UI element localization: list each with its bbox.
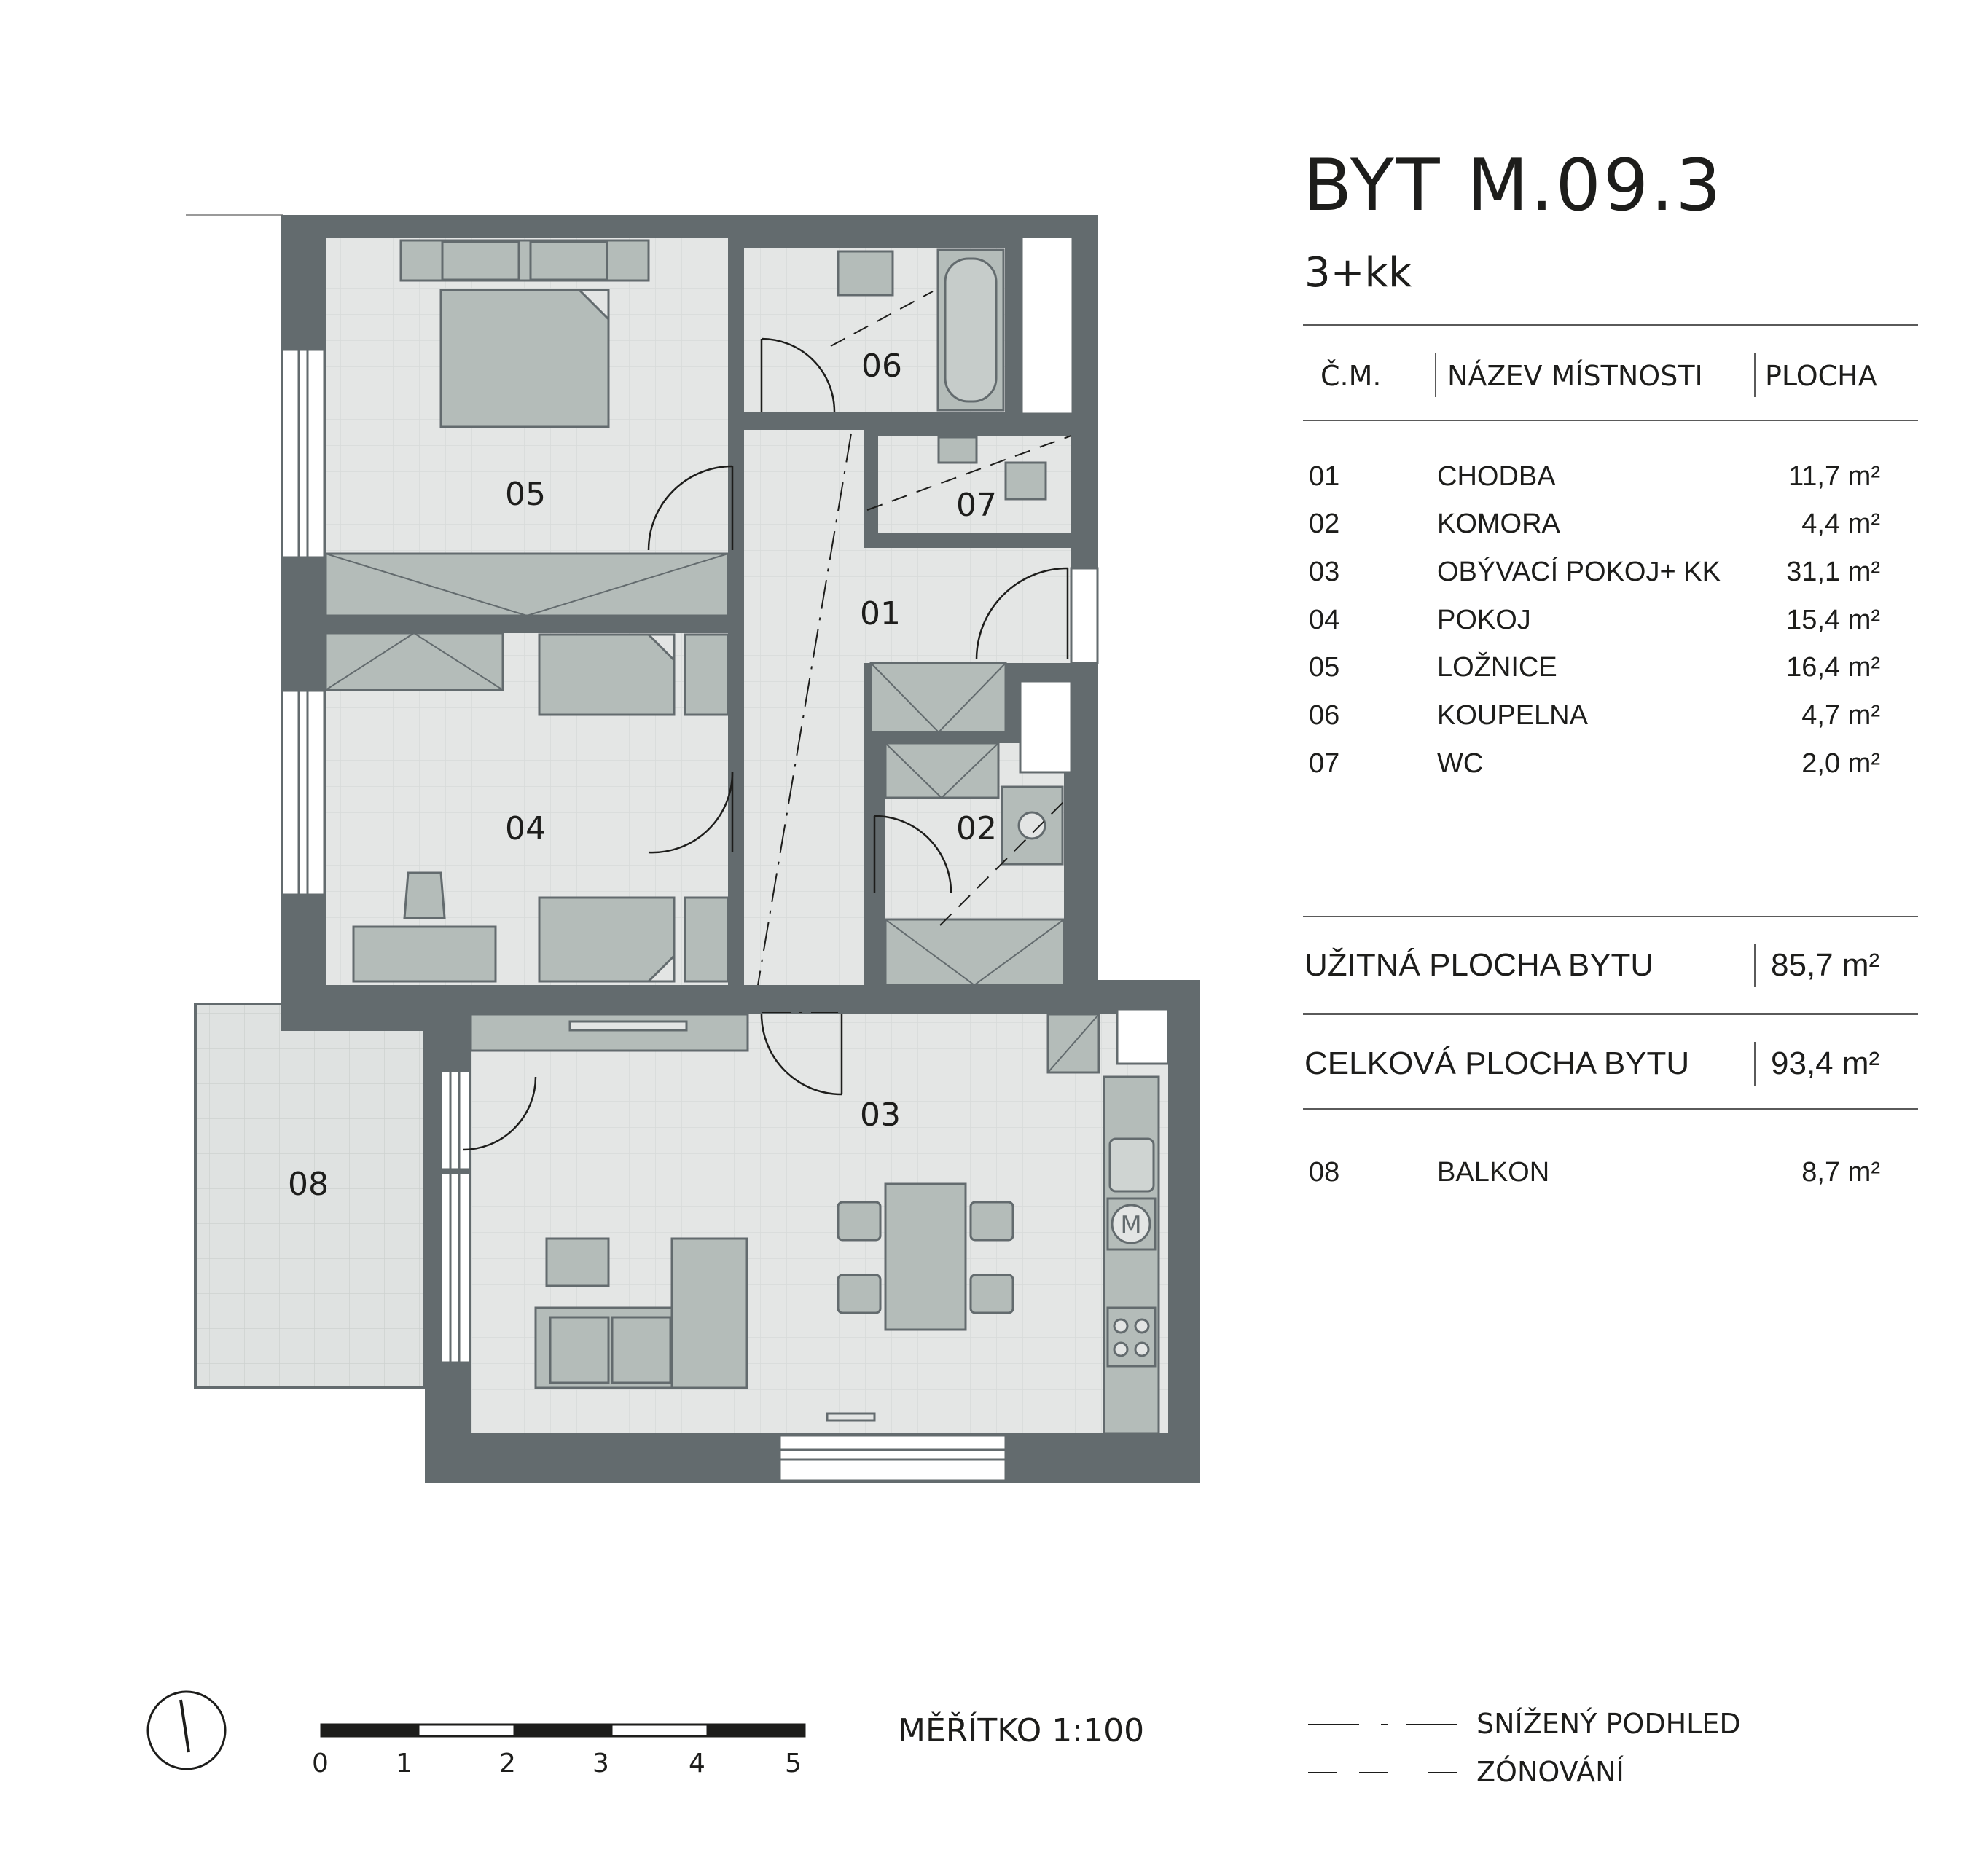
col-header-name: NÁZEV MÍSTNOSTI <box>1447 360 1703 392</box>
scale-tick: 4 <box>689 1749 705 1778</box>
total-area-row: CELKOVÁ PLOCHA BYTU 93,4 m² <box>1304 1046 1887 1082</box>
scale-tick: 3 <box>592 1749 609 1778</box>
room-name: LOŽNICE <box>1437 652 1557 683</box>
scale-bar <box>320 1723 806 1738</box>
legend-dropped-ceiling: SNÍŽENÝ PODHLED <box>1476 1708 1741 1740</box>
table-row: 01 CHODBA 11,7 m² <box>1304 461 1880 505</box>
room-number: 06 <box>1309 700 1340 731</box>
room-number: 07 <box>1309 748 1340 779</box>
beds-04 <box>352 633 729 983</box>
room-area: 11,7 m² <box>1788 461 1880 492</box>
scale-label: MĚŘÍTKO 1:100 <box>898 1712 1145 1749</box>
room-area: 4,7 m² <box>1801 700 1880 731</box>
room-area: 2,0 m² <box>1801 748 1880 779</box>
col-header-number: Č.M. <box>1320 360 1382 392</box>
oven-label: M <box>1120 1211 1141 1240</box>
table-row: 05 LOŽNICE 16,4 m² <box>1304 652 1880 696</box>
room-name: KOMORA <box>1437 509 1560 539</box>
room-label-02: 02 <box>956 810 997 847</box>
room-name: POKOJ <box>1437 605 1531 635</box>
wc-07 <box>937 436 1047 501</box>
room-name: WC <box>1437 748 1484 779</box>
scale-tick: 0 <box>312 1749 329 1778</box>
table-row: 03 OBÝVACÍ POKOJ+ KK 31,1 m² <box>1304 557 1880 600</box>
usable-area-row: UŽITNÁ PLOCHA BYTU 85,7 m² <box>1304 947 1887 984</box>
apartment-title: BYT M.09.3 <box>1303 144 1723 227</box>
room-number: 05 <box>1309 652 1340 683</box>
table-row: 06 KOUPELNA 4,7 m² <box>1304 700 1880 744</box>
scale-tick: 5 <box>785 1749 802 1778</box>
usable-area-value: 85,7 m² <box>1771 947 1880 983</box>
room-label-05: 05 <box>505 476 546 513</box>
room-name: BALKON <box>1437 1157 1550 1188</box>
usable-area-label: UŽITNÁ PLOCHA BYTU <box>1304 947 1654 983</box>
room-area: 4,4 m² <box>1801 509 1880 539</box>
wardrobe-diagonals <box>325 553 1100 1073</box>
room-label-08: 08 <box>288 1166 329 1203</box>
windows <box>281 348 1099 1482</box>
room-name: CHODBA <box>1437 461 1556 492</box>
room-number: 03 <box>1309 557 1340 587</box>
room-area: 31,1 m² <box>1786 557 1880 587</box>
col-header-area: PLOCHA <box>1765 360 1877 392</box>
table-row: 07 WC 2,0 m² <box>1304 748 1880 792</box>
table-row: 04 POKOJ 15,4 m² <box>1304 605 1880 648</box>
room-area: 16,4 m² <box>1786 652 1880 683</box>
apartment-layout: 3+kk <box>1304 249 1412 297</box>
room-number: 02 <box>1309 509 1340 539</box>
scale-tick: 1 <box>396 1749 412 1778</box>
doors <box>462 337 1069 1151</box>
scale-tick: 2 <box>499 1749 516 1778</box>
window-lines <box>297 350 1006 1461</box>
boiler-02 <box>1001 680 1073 866</box>
table-row: 02 KOMORA 4,4 m² <box>1304 509 1880 552</box>
total-area-value: 93,4 m² <box>1771 1046 1880 1081</box>
zoning-line <box>830 291 1072 926</box>
room-number: 04 <box>1309 605 1340 635</box>
room-area: 8,7 m² <box>1801 1157 1880 1188</box>
room-label-07: 07 <box>956 487 997 524</box>
north-arrow-icon <box>146 1690 227 1770</box>
bathroom-06 <box>837 235 1074 415</box>
bed-05 <box>399 239 650 428</box>
kitchen-oven-icon: M <box>1111 1204 1151 1244</box>
room-name: KOUPELNA <box>1437 700 1588 731</box>
total-area-label: CELKOVÁ PLOCHA BYTU <box>1304 1046 1690 1081</box>
ceiling-line <box>757 433 852 1013</box>
room-number: 08 <box>1309 1157 1340 1188</box>
room-area: 15,4 m² <box>1786 605 1880 635</box>
legend-lines <box>1308 1724 1457 1773</box>
balcony-08 <box>194 1003 426 1389</box>
table-rules <box>1303 324 1918 1110</box>
room-number: 01 <box>1309 461 1340 492</box>
room-label-06: 06 <box>861 348 902 385</box>
wardrobes <box>324 552 1100 1074</box>
room-label-04: 04 <box>505 810 546 847</box>
room-name: OBÝVACÍ POKOJ+ KK <box>1437 557 1721 587</box>
room-label-01: 01 <box>860 595 901 632</box>
room-label-03: 03 <box>860 1097 901 1134</box>
balcony-row: 08 BALKON 8,7 m² <box>1304 1157 1880 1201</box>
legend-zoning: ZÓNOVÁNÍ <box>1476 1756 1624 1788</box>
